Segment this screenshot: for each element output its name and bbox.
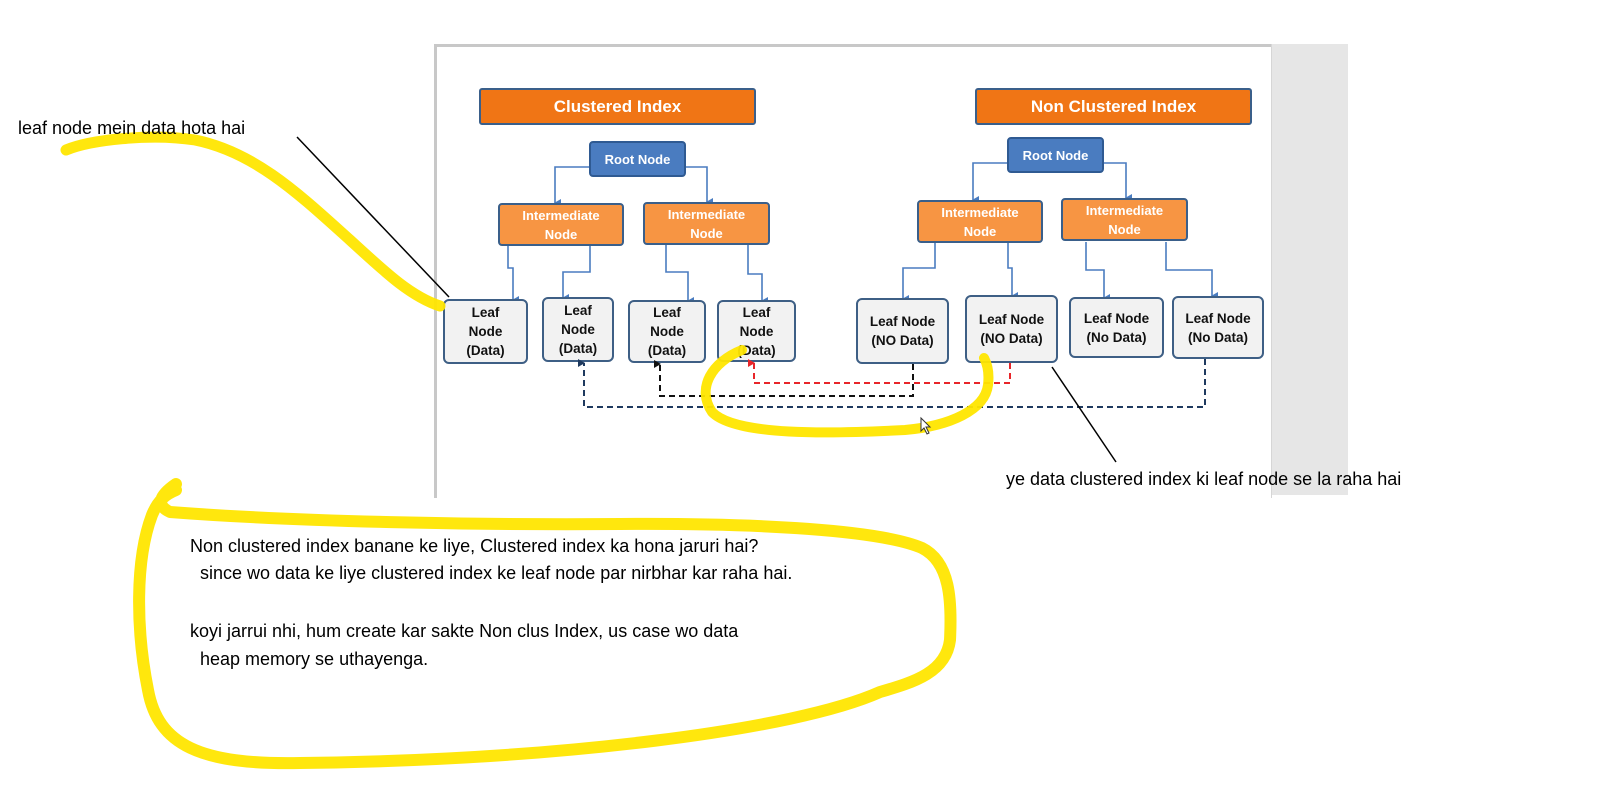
- pointer-line-right-note: [1051, 366, 1117, 463]
- highlight-text-loop: [133, 478, 957, 770]
- nonclustered-leaf-node-4: Leaf Node (No Data): [1172, 296, 1264, 359]
- highlight-leaf-loop: [700, 345, 994, 438]
- nonclustered-root-node: Root Node: [1007, 137, 1104, 173]
- connector-n-i2-l3: [1085, 242, 1110, 302]
- question-line: Non clustered index banane ke liye, Clus…: [190, 536, 759, 556]
- dashed-reference-navy: [578, 359, 1206, 408]
- nonclustered-leaf-node-1: Leaf Node (NO Data): [856, 298, 949, 364]
- connector-c-root-i1: [554, 166, 590, 207]
- non-clustered-index-title: Non Clustered Index: [975, 88, 1252, 125]
- clustered-leaf-node-3: Leaf Node (Data): [628, 300, 706, 363]
- clustered-reference-note: ye data clustered index ki leaf node se …: [1006, 469, 1402, 489]
- nonclustered-leaf-node-2: Leaf Node (NO Data): [965, 295, 1058, 363]
- clustered-leaf-node-4: Leaf Node (Data): [717, 300, 796, 362]
- mouse-cursor-icon: [920, 416, 932, 435]
- connector-c-i1-l1: [507, 245, 519, 304]
- nonclustered-intermediate-node-2: Intermediate Node: [1061, 198, 1188, 241]
- clustered-intermediate-node-2: Intermediate Node: [643, 202, 770, 245]
- connector-c-i2-l4: [747, 245, 768, 305]
- clustered-leaf-node-1: Leaf Node (Data): [443, 299, 528, 364]
- pointer-line-leaf-note: [296, 136, 450, 298]
- leaf-node-note: leaf node mein data hota hai: [18, 118, 246, 138]
- answer-line-2: heap memory se uthayenga.: [190, 649, 429, 669]
- connector-n-i1-l1: [902, 242, 936, 303]
- connector-n-root-i2: [1104, 162, 1132, 202]
- highlight-left-swoosh: [60, 131, 446, 312]
- nonclustered-intermediate-node-1: Intermediate Node: [917, 200, 1043, 243]
- reason-line: since wo data ke liye clustered index ke…: [190, 563, 793, 583]
- answer-line-1: koyi jarrui nhi, hum create kar sakte No…: [190, 621, 739, 641]
- connector-n-i2-l4: [1165, 242, 1218, 300]
- slide-canvas: [438, 58, 1266, 495]
- connector-n-i1-l2: [1007, 242, 1018, 300]
- dashed-reference-black: [654, 360, 914, 397]
- connector-c-root-i2: [685, 166, 713, 206]
- clustered-leaf-node-2: Leaf Node (Data): [542, 297, 614, 362]
- nonclustered-leaf-node-3: Leaf Node (No Data): [1069, 297, 1164, 358]
- clustered-root-node: Root Node: [589, 141, 686, 177]
- clustered-intermediate-node-1: Intermediate Node: [498, 203, 624, 246]
- dashed-reference-red: [748, 359, 1011, 384]
- connector-c-i2-l3: [665, 245, 694, 305]
- clustered-index-title: Clustered Index: [479, 88, 756, 125]
- connector-n-root-i1: [972, 162, 1008, 204]
- connector-c-i1-l2: [562, 245, 591, 302]
